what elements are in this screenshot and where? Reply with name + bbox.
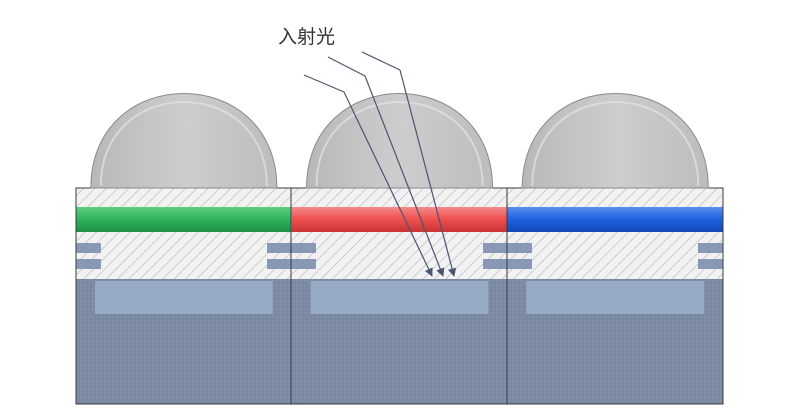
microlens-highlight bbox=[99, 101, 268, 187]
microlens-highlight bbox=[315, 101, 484, 187]
microlens bbox=[306, 93, 494, 189]
photodiode bbox=[95, 281, 273, 314]
light-ray bbox=[303, 74, 345, 93]
blue-color-filter bbox=[507, 207, 724, 232]
light-ray bbox=[364, 75, 445, 277]
metal-wiring bbox=[76, 259, 101, 269]
metal-wiring bbox=[76, 243, 101, 253]
light-ray bbox=[343, 91, 433, 277]
light-ray bbox=[361, 51, 401, 71]
microlens bbox=[521, 93, 709, 189]
incident-light-label: 入射光 bbox=[278, 26, 335, 48]
microlens bbox=[90, 93, 278, 189]
dielectric-layer-top bbox=[76, 188, 723, 207]
dielectric-layer-bottom bbox=[76, 232, 723, 279]
photodiode bbox=[310, 281, 489, 314]
microlens-highlight bbox=[531, 101, 700, 187]
metal-wiring bbox=[698, 259, 723, 269]
green-color-filter bbox=[76, 207, 292, 232]
light-ray bbox=[399, 69, 457, 277]
light-ray bbox=[327, 56, 366, 77]
metal-wiring bbox=[698, 243, 723, 253]
red-color-filter bbox=[291, 207, 508, 232]
photodiode bbox=[526, 281, 705, 314]
